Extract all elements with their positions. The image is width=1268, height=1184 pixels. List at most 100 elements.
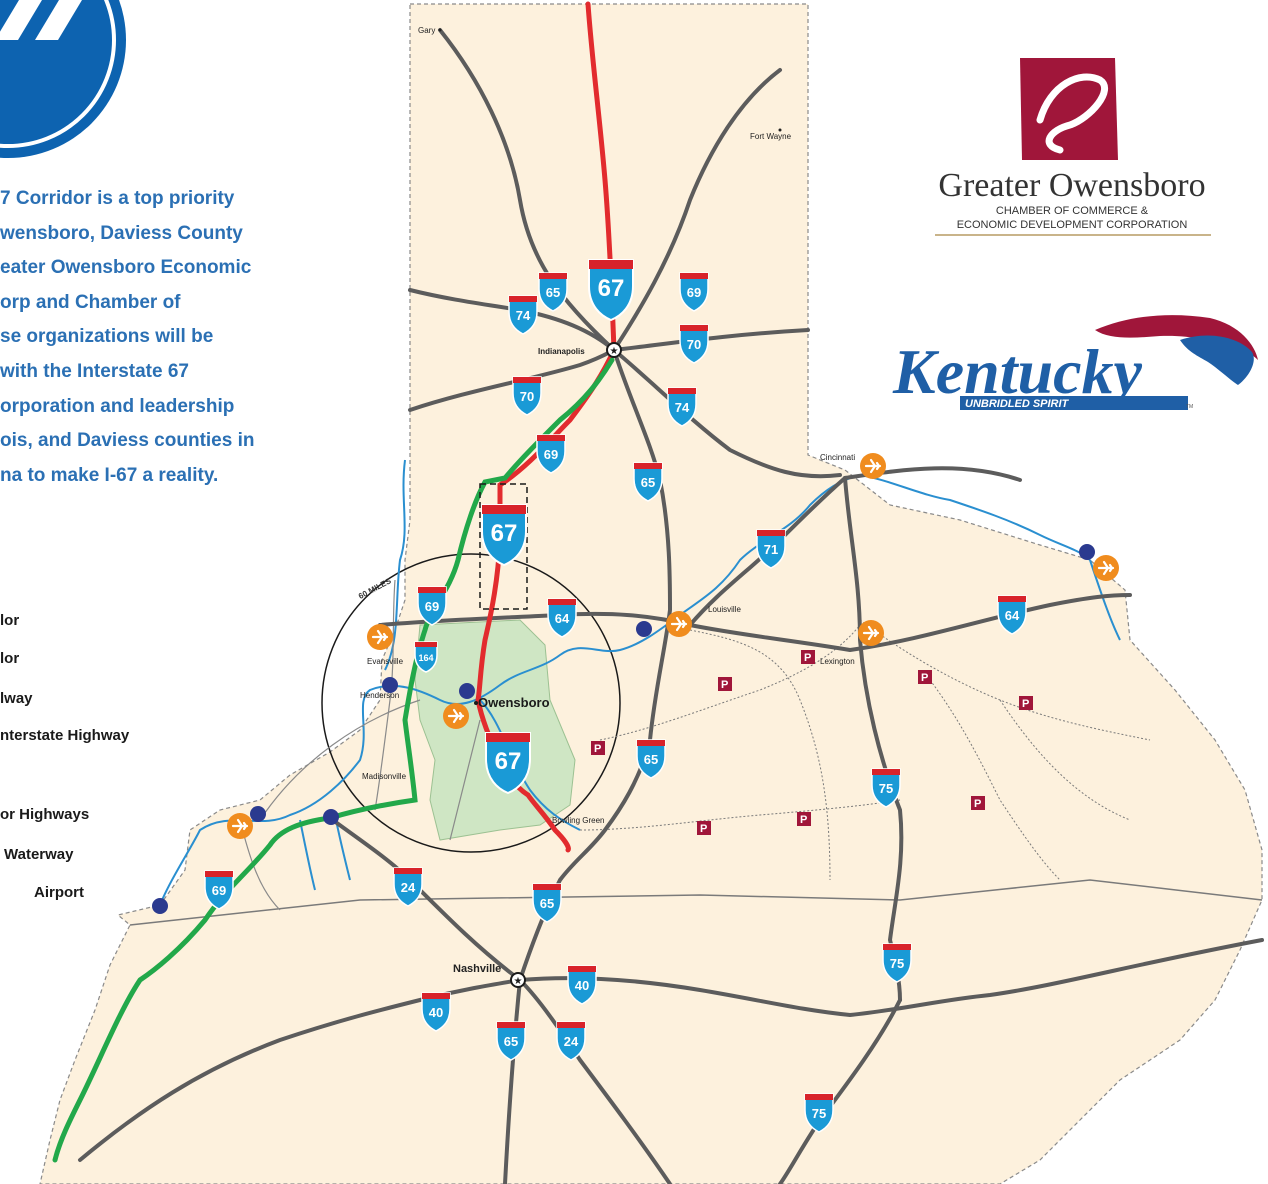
i40-shield-a: 40	[567, 965, 597, 1005]
chamber-swirl	[1036, 73, 1109, 154]
i67-logo-fragment	[0, 0, 126, 158]
svg-text:P: P	[700, 823, 707, 835]
svg-text:70: 70	[687, 337, 701, 352]
intro-line-2: wensboro, Daviess County	[0, 222, 243, 244]
label-bowling-green: Bowling Green	[552, 816, 604, 825]
svg-text:70: 70	[520, 389, 534, 404]
i67-corridor	[475, 1, 617, 853]
i69-shield-a: 69	[679, 272, 709, 312]
intro-line-3: eater Owensboro Economic	[0, 257, 252, 279]
chamber-line1: CHAMBER OF COMMERCE &	[996, 205, 1149, 217]
kentucky-tm: TM	[1186, 404, 1193, 410]
svg-text:P: P	[1022, 698, 1029, 710]
airport-icon-paducah	[227, 813, 253, 839]
i67-shield-mid: 67	[481, 504, 527, 567]
svg-text:75: 75	[879, 781, 893, 796]
kentucky-wordmark: Kentucky	[892, 336, 1142, 407]
i75-shield-c: 75	[804, 1093, 834, 1133]
city-labels: Gary Fort Wayne Cincinnati Louisville Le…	[360, 26, 855, 825]
i24-south	[518, 978, 672, 1184]
svg-text:67: 67	[491, 520, 518, 547]
park-icon-3	[801, 650, 815, 664]
us-231	[449, 719, 481, 841]
i164-shield: 164	[414, 641, 438, 673]
us-60	[259, 699, 421, 821]
svg-text:P: P	[974, 798, 981, 810]
park-icon-2	[718, 677, 732, 691]
pkwy-a	[689, 629, 831, 881]
i64-shield-a: 64	[547, 598, 577, 638]
i40-east	[518, 938, 1264, 1017]
i67-shield-south: 67	[485, 732, 531, 795]
park-icon-1	[591, 741, 605, 755]
label-gary: Gary	[418, 26, 435, 35]
airport-icon-lexington	[858, 620, 884, 646]
label-nashville: Nashville	[453, 963, 501, 975]
svg-text:75: 75	[812, 1106, 826, 1121]
pkwy-d	[579, 799, 901, 831]
interstate-shields: 67 67 67 65 69 74	[204, 259, 1027, 1133]
i40-west	[78, 978, 522, 1162]
legend-waterway: Waterway	[4, 846, 74, 863]
capital-markers: ★ Indianapolis ★ Nashville	[453, 342, 622, 988]
park-icon-6	[971, 796, 985, 810]
airport-icon-owensboro	[443, 703, 469, 729]
port-icon-ashland	[1079, 544, 1095, 560]
label-lexington: Lexington	[820, 657, 855, 666]
port-icon-west	[152, 898, 168, 914]
i69-shield-b: 69	[536, 434, 566, 474]
svg-text:64: 64	[1005, 608, 1020, 623]
svg-text:65: 65	[641, 475, 655, 490]
intro-line-5: se organizations will be	[0, 326, 214, 348]
horse-head-icon	[1180, 335, 1254, 385]
airport-icon-louisville	[666, 611, 692, 637]
legend-i67-corridor: lor	[0, 612, 20, 629]
svg-text:75: 75	[890, 956, 904, 971]
svg-text:24: 24	[564, 1034, 579, 1049]
intro-line-7: orporation and leadership	[0, 395, 235, 417]
big-sandy-river	[1089, 559, 1121, 641]
owensboro-dot	[474, 701, 478, 705]
svg-text:74: 74	[675, 400, 690, 415]
i70-shield-b: 70	[512, 376, 542, 416]
legend-interstate: nterstate Highway	[0, 727, 130, 744]
svg-text:69: 69	[544, 447, 558, 462]
svg-text:★: ★	[514, 976, 523, 987]
svg-text:74: 74	[516, 308, 531, 323]
label-fort-wayne: Fort Wayne	[750, 132, 792, 141]
i65-north	[438, 28, 616, 352]
legend-i69-corridor: lor	[0, 650, 20, 667]
port-icon-owensboro	[459, 683, 475, 699]
wabash-river	[384, 459, 406, 671]
i24-shield-b: 24	[556, 1021, 586, 1061]
land-mass	[39, 3, 1263, 1184]
i70-shield-a: 70	[679, 324, 709, 364]
i65-shield-b: 65	[633, 462, 663, 502]
park-icon-7	[797, 812, 811, 826]
airport-icon-huntington	[1093, 555, 1119, 581]
intro-paragraph: 7 Corridor is a top priority wensboro, D…	[0, 182, 330, 493]
river-ports	[152, 544, 1095, 914]
cumberland-river	[299, 819, 316, 891]
chamber-name: Greater Owensboro	[938, 167, 1205, 204]
port-icon-cairo	[250, 806, 266, 822]
svg-text:P: P	[921, 672, 928, 684]
svg-text:P: P	[800, 814, 807, 826]
svg-text:P: P	[594, 743, 601, 755]
legend-minor-highways: or Highways	[0, 806, 90, 823]
i75-shield-a: 75	[871, 768, 901, 808]
i74-shield-b: 74	[667, 387, 697, 427]
i67-shield-north: 67	[588, 259, 634, 322]
svg-text:71: 71	[764, 542, 778, 557]
study-area-box	[479, 483, 528, 610]
i69-corridor	[52, 357, 615, 1163]
airports	[227, 453, 1119, 839]
sixty-mile-radius	[321, 553, 621, 853]
chamber-logo: Greater Owensboro CHAMBER OF COMMERCE & …	[935, 58, 1211, 236]
chamber-line2: ECONOMIC DEVELOPMENT CORPORATION	[957, 219, 1188, 231]
i64-shield-b: 64	[997, 595, 1027, 635]
i24-shield-a: 24	[393, 867, 423, 907]
chamber-mark-icon	[1020, 58, 1118, 160]
i74-southeast	[612, 348, 842, 479]
